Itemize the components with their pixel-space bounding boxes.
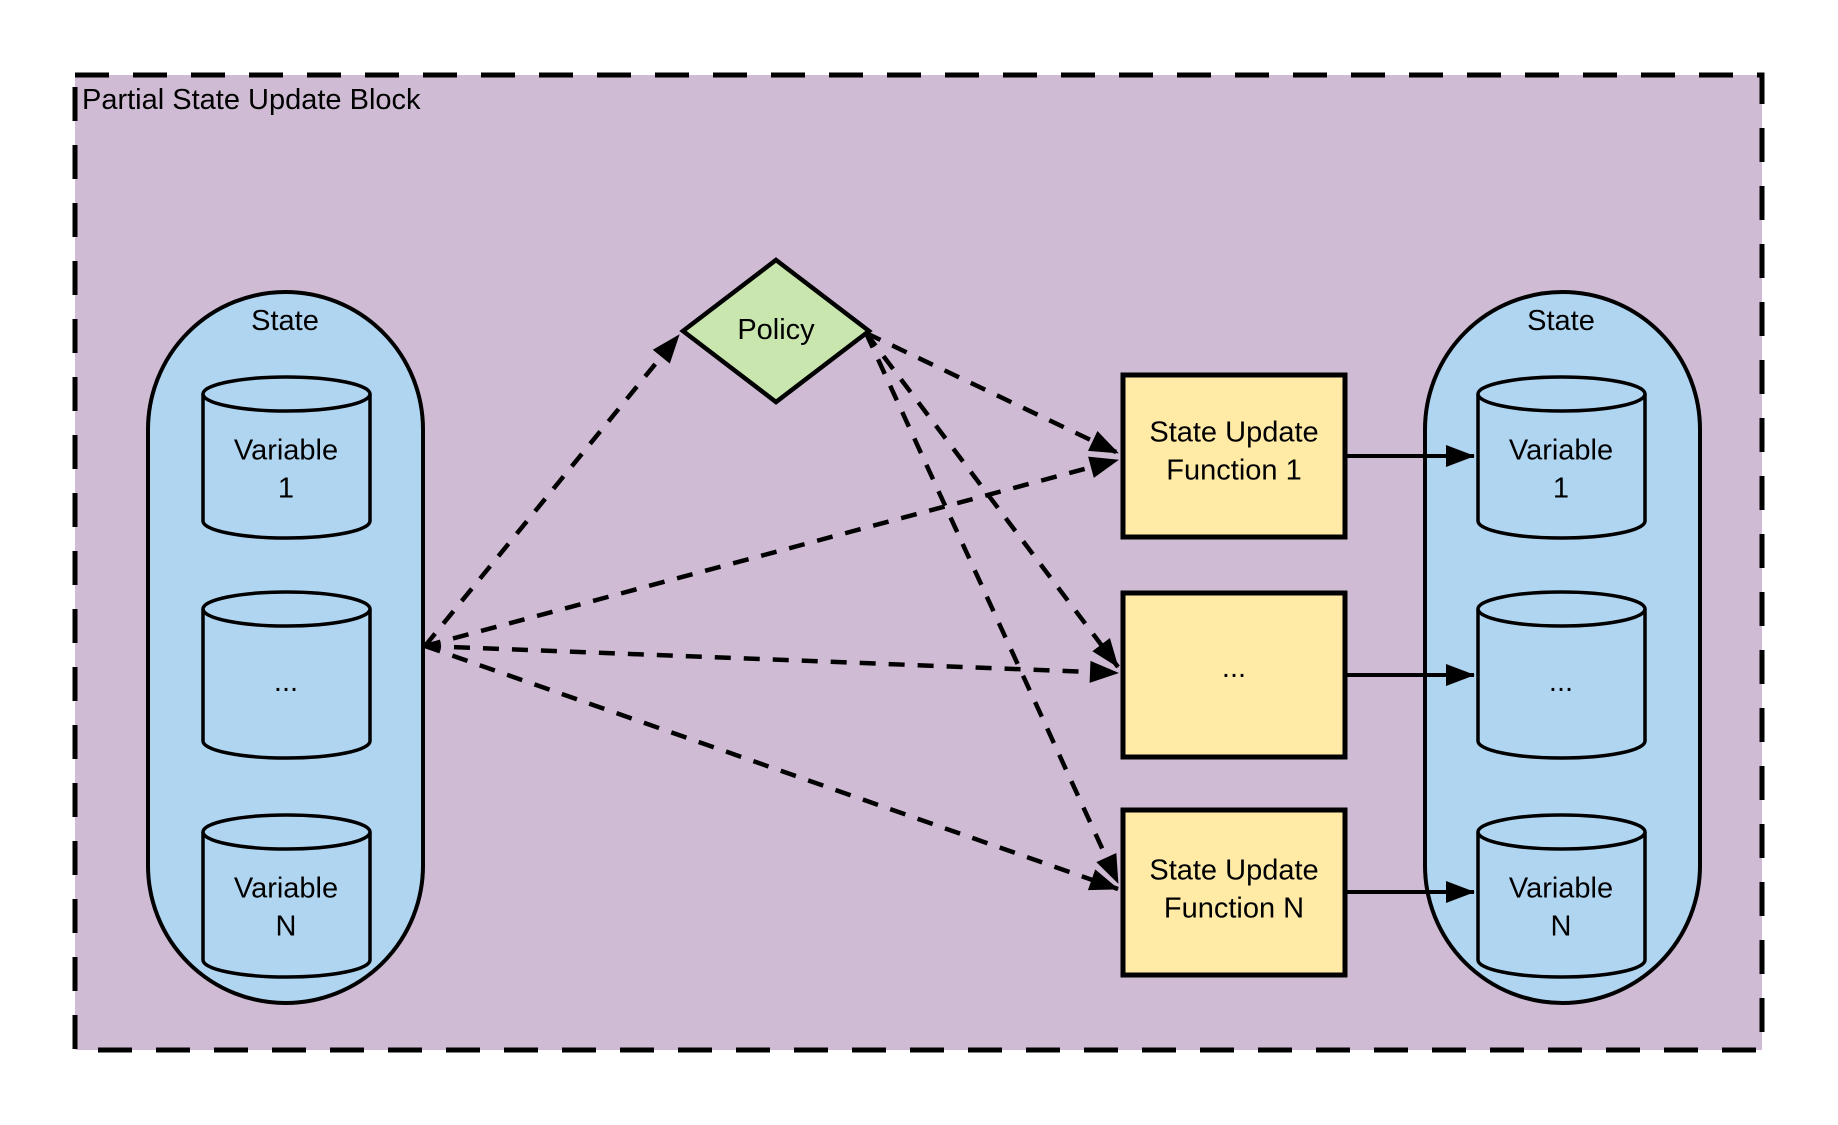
policy-to-function-1-arrow <box>865 330 1119 456</box>
variable-n-cylinder-left <box>201 813 372 979</box>
state-to-function-1-arrow <box>424 456 1119 649</box>
state-update-function-1-box <box>1120 372 1348 540</box>
policy-to-function-n-arrow <box>863 332 1121 884</box>
variable-1-cylinder-right <box>1476 375 1647 540</box>
state-update-function-mid-box <box>1120 590 1348 760</box>
state-to-function-n-arrow <box>424 643 1119 892</box>
variable-mid-cylinder-left <box>201 590 372 760</box>
variable-1-cylinder-left <box>201 375 372 540</box>
policy-diamond <box>679 257 873 405</box>
variable-n-cylinder-right <box>1476 813 1647 979</box>
state-to-policy-arrow <box>423 333 681 648</box>
variable-mid-cylinder-right <box>1476 590 1647 760</box>
state-update-function-n-box <box>1120 807 1348 978</box>
policy-to-function-mid-arrow <box>864 331 1120 669</box>
